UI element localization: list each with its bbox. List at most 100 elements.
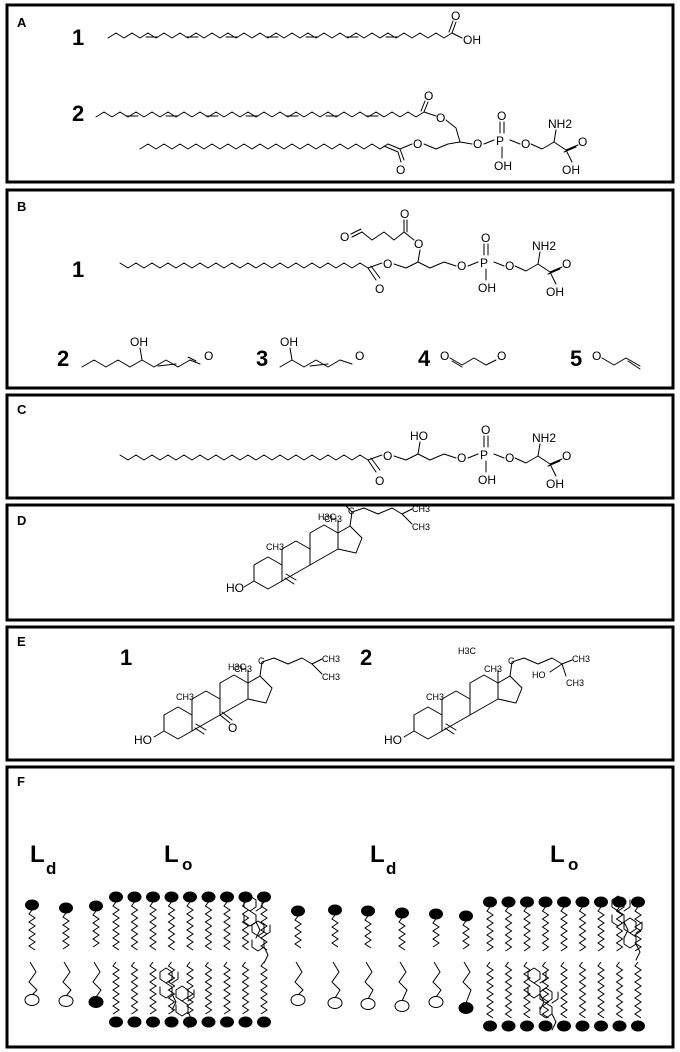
b1-phosphate-oxo: O	[481, 231, 490, 245]
disordered-headgroup-top	[459, 910, 473, 922]
b1-sn1-carbonyl-o: O	[375, 282, 384, 296]
ordered-headgroup-bottom	[631, 1020, 645, 1032]
c-serine-carboxyl-oh: OH	[546, 477, 564, 491]
b1-phosphorus: P	[480, 256, 488, 270]
ordered-tail-top	[578, 906, 587, 952]
ordered-headgroup-top	[183, 891, 197, 903]
disordered-tail-bottom	[364, 961, 374, 1000]
ordered-headgroup-top	[538, 896, 553, 908]
disordered-headgroup-bottom	[24, 994, 40, 1006]
disordered-headgroup-top	[25, 899, 39, 911]
ordered-tail-top	[260, 901, 268, 951]
b3-hydroxyhexenal: OH O	[279, 335, 364, 368]
ordered-tail-top	[186, 901, 194, 951]
disordered-tail-top	[294, 915, 302, 949]
b1-sn2-ester-o: O	[414, 237, 423, 251]
ordered-headgroup-top	[483, 896, 497, 908]
disordered-tail-top	[331, 914, 339, 948]
ordered-tail-bottom	[560, 961, 568, 1019]
ordered-headgroup-top	[520, 896, 534, 908]
ordered-headgroup-bottom	[538, 1020, 553, 1032]
cholesterol-sketch	[539, 987, 559, 1031]
b5-acrolein: O	[592, 349, 641, 370]
e2-terminal-methyl-2: CH3	[566, 678, 584, 688]
phase-label-lo-1-sub: o	[182, 855, 192, 874]
ordered-headgroup-bottom	[109, 1016, 123, 1028]
ordered-tail-bottom	[112, 961, 120, 1015]
b1-sn1-ester-o: O	[383, 257, 392, 271]
ordered-tail-bottom	[597, 961, 605, 1019]
ordered-headgroup-bottom	[612, 1020, 627, 1032]
ordered-tail-top	[149, 901, 157, 951]
disordered-tail-bottom	[462, 961, 472, 1004]
disordered-tail-bottom	[331, 961, 341, 999]
a2-serine-carboxyl-oh: OH	[562, 163, 580, 177]
ordered-headgroup-top	[594, 896, 608, 908]
ordered-headgroup-top	[257, 891, 271, 903]
panel-e-item-1: 1	[120, 645, 132, 670]
membrane-bilayer	[24, 891, 645, 1032]
ordered-tail-bottom	[578, 961, 587, 1019]
c-lyso-ps: O O HO O P O OH O NH2 O OH	[119, 423, 571, 491]
a1-fatty-acid: O OH	[107, 9, 481, 47]
a2-sn1-carbonyl-o: O	[396, 163, 405, 177]
ordered-tail-top	[597, 906, 605, 952]
ordered-tail-top	[615, 906, 624, 952]
e2-hydroxyl-3: HO	[384, 733, 402, 747]
disordered-tail-bottom	[62, 961, 72, 997]
panel-d-letter: D	[17, 513, 26, 528]
e1-methyl-c18: CH3	[234, 664, 252, 674]
d-methyl-c19: CH3	[266, 542, 284, 552]
d-cholesterol: HO CH3 CH3 H3C C CH3 CH3	[226, 503, 430, 595]
b1-phosphate-ester-o2: O	[505, 259, 514, 273]
a2-phosphate-oh: OH	[494, 159, 512, 173]
b4-aldehyde-o1: O	[440, 349, 449, 363]
b3-hydroxyl: OH	[280, 335, 298, 349]
panel-b-item-1: 1	[72, 257, 84, 282]
disordered-headgroup-bottom	[360, 998, 376, 1010]
disordered-headgroup-bottom	[327, 997, 343, 1009]
d-hydroxyl: HO	[226, 581, 244, 595]
ordered-tail-bottom	[504, 961, 513, 1019]
panel-b-item-3: 3	[256, 346, 268, 371]
phase-label-ld-1: L	[30, 841, 45, 868]
ordered-headgroup-top	[631, 896, 645, 908]
ordered-tail-top	[204, 901, 213, 951]
b2-hydroxynonenal: OH O	[81, 335, 213, 368]
e1-c20-methyl: H3C	[228, 662, 247, 672]
ordered-headgroup-bottom	[257, 1016, 271, 1028]
a2-sn1-ester-o: O	[413, 137, 422, 151]
panel-e-item-2: 2	[360, 645, 372, 670]
phase-label-lo-1: L	[164, 841, 179, 868]
b1-aldehyde-o: O	[340, 230, 349, 244]
ordered-tail-top	[523, 906, 531, 952]
b1-sn2-carbonyl-o: O	[400, 207, 409, 221]
ordered-headgroup-bottom	[501, 1020, 516, 1032]
ordered-tail-bottom	[260, 961, 268, 1015]
a2-serine-amine: NH2	[548, 117, 572, 131]
e1-keto-o: O	[228, 721, 237, 735]
b1-serine-carboxyl-oh: OH	[546, 285, 564, 299]
disordered-tail-top	[432, 918, 440, 948]
b2-aldehyde-o: O	[204, 349, 213, 363]
phase-label-ld-2-sub: d	[386, 859, 396, 878]
panel-b-letter: B	[17, 199, 26, 214]
ordered-headgroup-bottom	[127, 1016, 142, 1028]
e1-hydroxyl: HO	[134, 733, 152, 747]
a2-serine-carbonyl-o: O	[578, 135, 587, 149]
disordered-tail-bottom	[92, 961, 102, 998]
ordered-tail-bottom	[204, 961, 213, 1015]
b1-phosphate-oh: OH	[478, 281, 496, 295]
c-carbonyl-o: O	[375, 474, 384, 488]
ordered-headgroup-bottom	[183, 1016, 197, 1028]
ordered-headgroup-bottom	[164, 1016, 179, 1028]
cholesterol-sketch	[175, 985, 195, 1029]
ordered-tail-bottom	[130, 961, 139, 1015]
ordered-headgroup-top	[575, 896, 590, 908]
disordered-headgroup-top	[291, 905, 305, 917]
ordered-tail-top	[112, 901, 120, 951]
panel-d-frame	[5, 503, 675, 622]
ordered-tail-top	[167, 901, 176, 951]
panel-e-letter: E	[17, 634, 26, 649]
